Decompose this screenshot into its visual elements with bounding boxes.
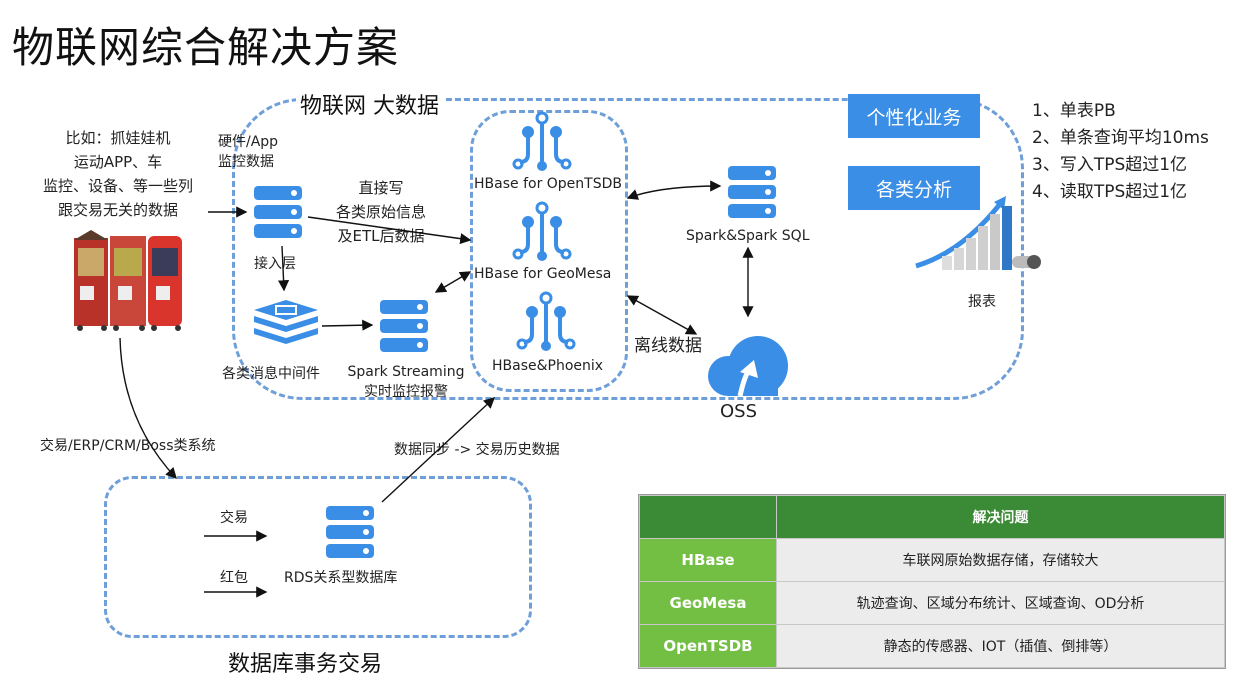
table-row: HBase 车联网原始数据存储，存储较大 bbox=[639, 538, 1225, 582]
table-cell-name: GeoMesa bbox=[639, 581, 777, 625]
rds-server-icon bbox=[326, 506, 374, 564]
hw-app-label: 硬件/App 监控数据 bbox=[218, 132, 278, 172]
db-transactions-title: 数据库事务交易 bbox=[224, 646, 387, 678]
features-list: 1、单表PB 2、单条查询平均10ms 3、写入TPS超过1亿 4、读取TPS超… bbox=[1032, 98, 1209, 206]
feature-item: 1、单表PB bbox=[1032, 101, 1116, 121]
table-row: GeoMesa 轨迹查询、区域分布统计、区域查询、OD分析 bbox=[639, 581, 1225, 625]
table-cell-desc: 车联网原始数据存储，存储较大 bbox=[776, 538, 1225, 582]
data-sync-label: 数据同步 -> 交易历史数据 bbox=[394, 442, 560, 458]
direct-write-label: 直接写 各类原始信息 及ETL后数据 bbox=[326, 176, 436, 248]
spark-streaming-line: Spark Streaming bbox=[347, 364, 465, 380]
example-line: 运动APP、车 bbox=[73, 153, 163, 171]
table-cell-desc: 轨迹查询、区域分布统计、区域查询、OD分析 bbox=[776, 581, 1225, 625]
iot-bigdata-title: 物联网 大数据 bbox=[296, 88, 443, 120]
example-line: 比如：抓娃娃机 bbox=[65, 129, 171, 147]
arrow-spark-streaming-hbase bbox=[434, 271, 472, 293]
spark-sql-label: Spark&Spark SQL bbox=[686, 228, 810, 244]
arrow-ingest-to-hbase bbox=[307, 216, 472, 245]
hbase-opentsdb-icon bbox=[512, 111, 572, 176]
solution-table: 解决问题 HBase 车联网原始数据存储，存储较大 GeoMesa 轨迹查询、区… bbox=[639, 495, 1225, 668]
transaction-input-label: 交易 bbox=[220, 510, 248, 526]
analytics-button[interactable]: 各类分析 bbox=[848, 166, 980, 210]
arrow-claw-to-erp bbox=[119, 337, 177, 480]
feature-item: 4、读取TPS超过1亿 bbox=[1032, 182, 1188, 202]
arrow-ingest-to-mq bbox=[277, 245, 290, 292]
rds-label: RDS关系型数据库 bbox=[284, 570, 398, 586]
oss-label: OSS bbox=[720, 401, 758, 422]
message-queue-label: 各类消息中间件 bbox=[222, 366, 320, 382]
claw-machine-image bbox=[72, 228, 184, 332]
spark-streaming-server-icon bbox=[380, 300, 428, 358]
hbase-opentsdb-label: HBase for OpenTSDB bbox=[474, 176, 622, 192]
arrow-rds-to-bigdata bbox=[381, 397, 496, 503]
direct-write-line: 直接写 bbox=[358, 179, 404, 197]
red-packet-input-label: 红包 bbox=[220, 570, 248, 586]
spark-streaming-label: Spark Streaming 实时监控报警 bbox=[344, 362, 468, 402]
access-layer-server-icon bbox=[254, 186, 302, 244]
table-header-cell bbox=[639, 495, 777, 539]
table-header-cell: 解决问题 bbox=[776, 495, 1225, 539]
example-text: 比如：抓娃娃机 运动APP、车 监控、设备、等一些列 跟交易无关的数据 bbox=[30, 126, 206, 222]
claw-machine-icon bbox=[74, 230, 182, 331]
offline-data-label: 离线数据 bbox=[634, 336, 702, 356]
report-label: 报表 bbox=[968, 294, 996, 310]
arrow-mq-to-spark-streaming bbox=[321, 319, 374, 331]
hbase-geomesa-icon bbox=[512, 201, 572, 266]
hbase-phoenix-icon bbox=[516, 291, 576, 356]
solution-table-container: 解决问题 HBase 车联网原始数据存储，存储较大 GeoMesa 轨迹查询、区… bbox=[638, 494, 1226, 669]
direct-write-line: 各类原始信息 bbox=[335, 203, 426, 221]
iot-bigdata-container bbox=[232, 98, 1024, 400]
message-queue-icon bbox=[254, 300, 318, 352]
table-row: OpenTSDB 静态的传感器、IOT（插值、倒排等） bbox=[639, 624, 1225, 668]
hbase-container bbox=[470, 110, 628, 392]
example-line: 监控、设备、等一些列 bbox=[42, 177, 193, 195]
erp-system-label: 交易/ERP/CRM/Boss类系统 bbox=[40, 438, 216, 454]
oss-cloud-icon bbox=[704, 332, 790, 404]
spark-streaming-line: 实时监控报警 bbox=[364, 384, 448, 400]
hbase-geomesa-label: HBase for GeoMesa bbox=[474, 266, 612, 282]
spark-sql-server-icon bbox=[728, 166, 776, 224]
direct-write-line: 及ETL后数据 bbox=[337, 227, 425, 245]
page-title: 物联网综合解决方案 bbox=[12, 23, 400, 72]
access-layer-label: 接入层 bbox=[254, 256, 296, 272]
db-transactions-container bbox=[104, 476, 532, 638]
hbase-phoenix-label: HBase&Phoenix bbox=[492, 358, 604, 374]
table-cell-name: HBase bbox=[639, 538, 777, 582]
arrow-hbase-spark-sql bbox=[626, 180, 722, 200]
feature-item: 2、单条查询平均10ms bbox=[1032, 128, 1209, 148]
personalized-business-button[interactable]: 个性化业务 bbox=[848, 94, 980, 138]
report-chart-icon bbox=[912, 196, 1042, 286]
hw-app-line: 硬件/App bbox=[218, 134, 279, 150]
table-cell-desc: 静态的传感器、IOT（插值、倒排等） bbox=[776, 624, 1225, 668]
table-header-row: 解决问题 bbox=[639, 495, 1225, 539]
hw-app-line: 监控数据 bbox=[218, 154, 274, 170]
table-cell-name: OpenTSDB bbox=[639, 624, 777, 668]
arrow-hbase-offline bbox=[626, 295, 698, 335]
example-line: 跟交易无关的数据 bbox=[57, 201, 178, 219]
feature-item: 3、写入TPS超过1亿 bbox=[1032, 155, 1188, 175]
